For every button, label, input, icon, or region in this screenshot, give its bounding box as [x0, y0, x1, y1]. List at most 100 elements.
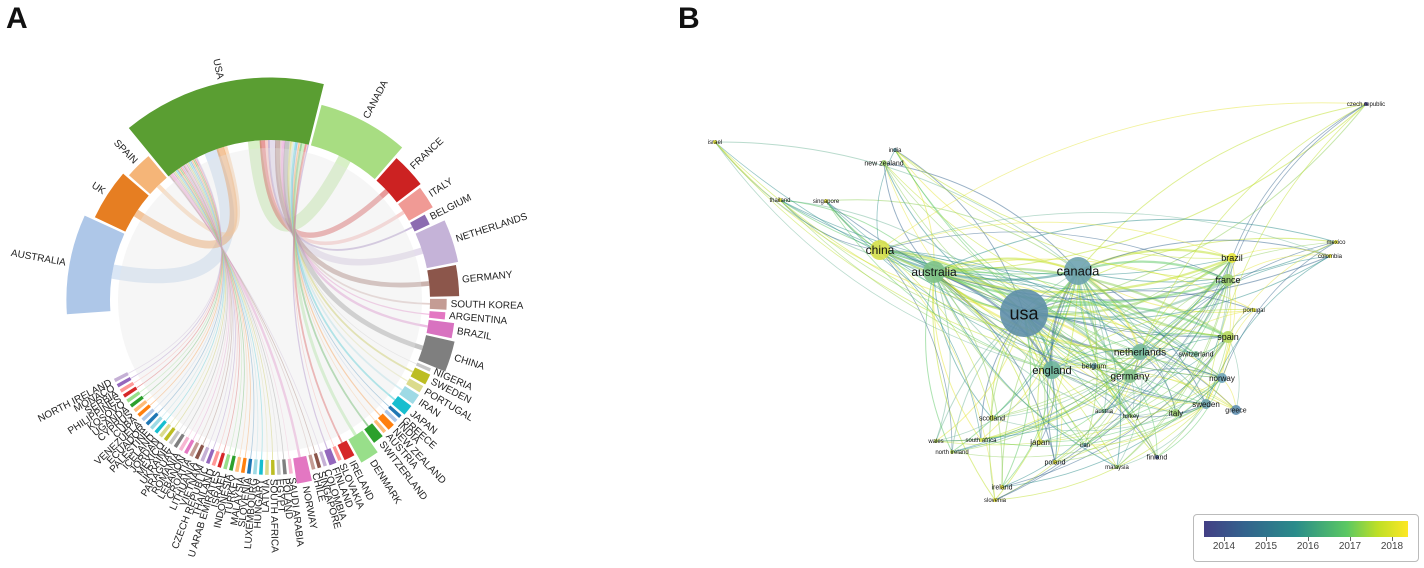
network-node-label: china — [866, 243, 895, 257]
legend-tick-label: 2014 — [1212, 541, 1236, 552]
chord-ribbon — [149, 160, 224, 406]
network-edge — [991, 403, 1207, 432]
chord-arc — [388, 405, 402, 418]
chord-arc — [427, 264, 460, 297]
chord-ribbon — [291, 142, 390, 407]
network-edge — [779, 199, 1207, 405]
network-node-label: malaysia — [1105, 465, 1129, 471]
chord-arc — [410, 367, 431, 385]
chord-country-label: SOUTH AFRICA — [267, 479, 279, 553]
chord-ribbon — [293, 142, 369, 427]
network-edge — [879, 249, 1207, 405]
chord-arc — [415, 362, 432, 372]
network-edge — [932, 271, 996, 501]
network-edge — [879, 249, 982, 441]
network-node — [1083, 443, 1087, 447]
chord-ribbon — [157, 160, 224, 414]
chord-arc — [173, 433, 185, 448]
network-diagram: usacanadaaustraliachinaenglandnetherland… — [708, 102, 1385, 504]
chord-arc — [240, 457, 247, 474]
network-node — [778, 198, 782, 202]
network-node-label: belgium — [1082, 363, 1107, 370]
network-node — [1102, 409, 1106, 413]
network-node — [870, 240, 890, 260]
chord-arc — [163, 427, 176, 442]
network-edge — [879, 249, 993, 419]
network-edge — [1077, 270, 1121, 468]
network-edge — [991, 351, 1141, 419]
network-node-label: new zealand — [864, 160, 903, 167]
chord-country-label: GERMANY — [462, 269, 514, 285]
network-edge — [714, 141, 1229, 338]
network-node — [1123, 369, 1137, 383]
network-edge — [1231, 103, 1367, 259]
network-edge — [1156, 377, 1223, 458]
network-edge — [1205, 255, 1331, 405]
network-node-label: france — [1215, 275, 1240, 285]
chord-arc — [259, 459, 264, 475]
chord-arc — [229, 455, 236, 471]
chord-arc — [189, 441, 200, 457]
chord-ribbon — [170, 173, 301, 458]
chord-country-label: SPAIN — [111, 138, 139, 167]
network-nodes — [713, 102, 1368, 502]
network-edge — [779, 199, 1233, 276]
chord-arc — [426, 319, 455, 339]
chord-ribbon — [142, 159, 223, 398]
network-node-label: wales — [927, 439, 943, 445]
network-edge — [1103, 279, 1229, 412]
chord-ribbon — [173, 172, 285, 460]
network-edge — [1001, 375, 1131, 488]
network-edge — [1077, 103, 1367, 272]
network-node-label: australia — [911, 265, 957, 279]
chord-arc — [364, 423, 383, 443]
chord-ribbon — [183, 164, 232, 443]
network-node — [1155, 455, 1159, 459]
chord-arc — [308, 454, 316, 470]
network-node-label: canada — [1057, 264, 1100, 279]
chord-ribbon — [175, 170, 263, 460]
chord-ribbon — [247, 140, 351, 232]
network-edge — [1084, 257, 1233, 446]
network-edge — [933, 255, 1331, 301]
chord-ribbon — [292, 143, 357, 437]
network-edge — [1001, 336, 1229, 488]
network-edge — [1051, 367, 1237, 411]
chord-arc — [145, 412, 159, 426]
network-edge — [980, 257, 1233, 441]
legend-tick-label: 2017 — [1338, 541, 1362, 552]
chord-country-label: EGYPT — [274, 478, 287, 512]
chord-arc — [265, 459, 269, 475]
network-node — [923, 261, 945, 283]
network-edge — [1077, 241, 1337, 283]
chord-ribbon — [280, 140, 430, 315]
network-node-label: switzerland — [1178, 351, 1213, 358]
chord-ribbon — [179, 167, 243, 455]
network-node-label: north ireland — [935, 450, 968, 456]
network-edge — [925, 271, 953, 453]
network-node — [1172, 409, 1180, 417]
chord-ribbon — [133, 158, 223, 384]
network-edge — [933, 271, 1237, 411]
network-node — [1252, 308, 1256, 312]
network-edge — [1221, 241, 1337, 379]
network-node-label: mexico — [1326, 240, 1346, 246]
network-node — [1000, 485, 1004, 489]
chord-ribbon — [179, 167, 245, 456]
network-edge — [883, 162, 1079, 272]
chord-arc — [184, 439, 195, 455]
chord-arc — [287, 458, 293, 474]
network-edge — [1023, 290, 1255, 314]
network-edge — [1039, 375, 1131, 443]
network-edge — [933, 271, 951, 442]
network-edge — [1051, 332, 1229, 371]
network-edge — [991, 279, 1229, 419]
chord-ribbon — [169, 162, 226, 426]
network-node — [1043, 361, 1061, 379]
network-edge — [989, 312, 1025, 501]
network-node-label: poland — [1044, 459, 1065, 466]
chord-ribbon — [279, 140, 431, 305]
network-node — [1222, 274, 1234, 286]
chord-arc — [119, 381, 135, 393]
network-node-label: turkey — [1123, 414, 1139, 420]
